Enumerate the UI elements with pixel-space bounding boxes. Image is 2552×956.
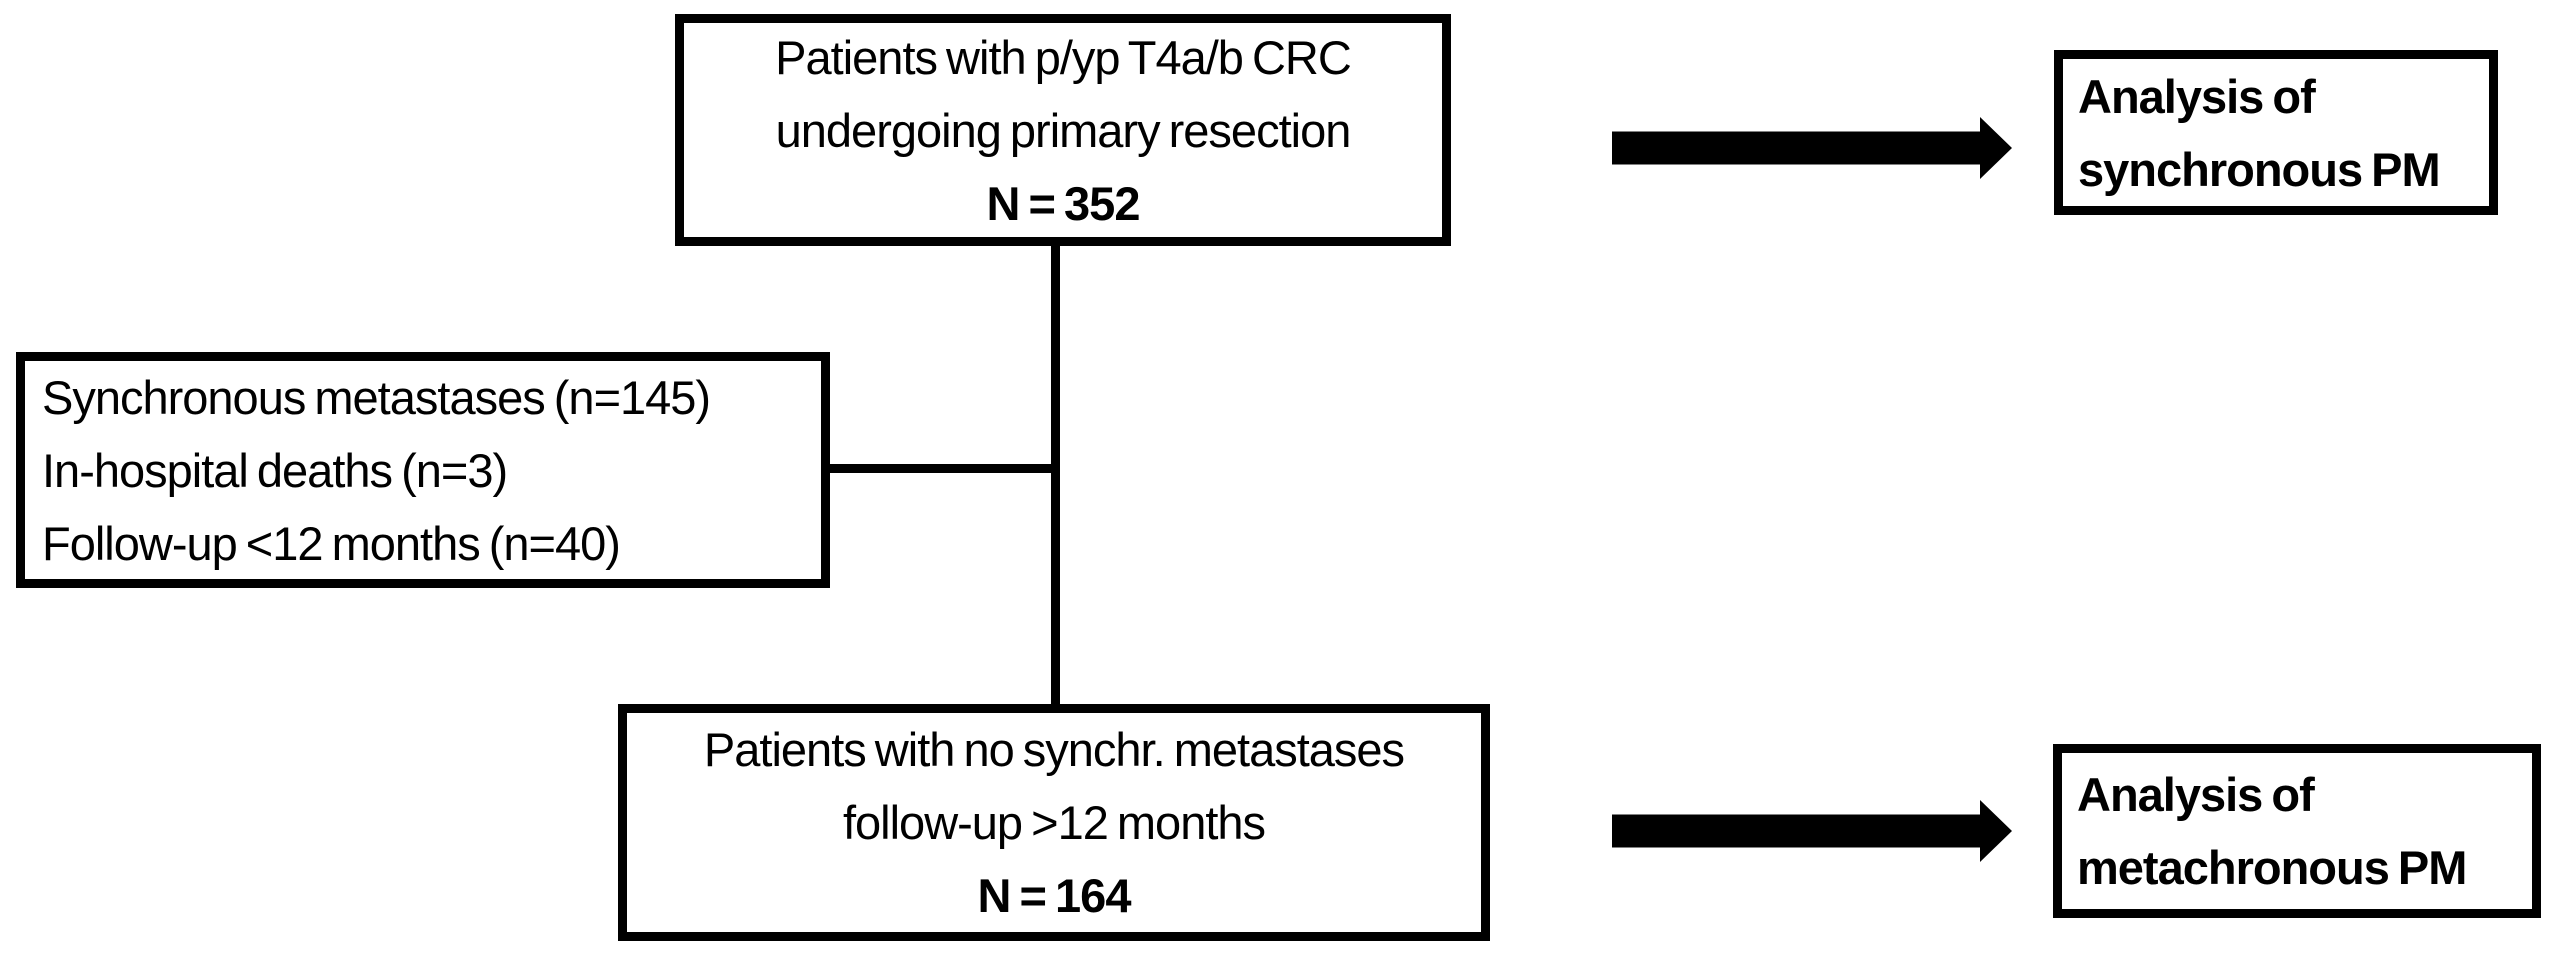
- arrow-right-metachronous-icon: [1612, 800, 2012, 862]
- arrow-right-synchronous-icon: [1612, 117, 2012, 179]
- analysis-synchronous-line-1: Analysis of: [2078, 69, 2316, 123]
- connector-vertical-line: [1051, 246, 1060, 706]
- included-line-2: follow-up >12 months: [842, 796, 1266, 849]
- cohort-line-2: undergoing primary resection: [775, 103, 1352, 157]
- exclusion-line-2: In-hospital deaths (n=3): [42, 443, 508, 497]
- cohort-line-1: Patients with p/yp T4a/b CRC: [775, 30, 1352, 84]
- exclusion-line-1: Synchronous metastases (n=145): [42, 370, 711, 424]
- cohort-box: Patients with p/yp T4a/b CRC undergoing …: [675, 14, 1451, 246]
- exclusions-box: Synchronous metastases (n=145) In-hospit…: [16, 352, 830, 588]
- analysis-metachronous-line-2: metachronous PM: [2077, 841, 2467, 894]
- cohort-count: N = 352: [986, 176, 1141, 230]
- analysis-synchronous-line-2: synchronous PM: [2078, 142, 2441, 196]
- exclusion-line-3: Follow-up <12 months (n=40): [42, 516, 621, 570]
- included-box: Patients with no synchr. metastases foll…: [618, 704, 1490, 941]
- analysis-metachronous-box: Analysis of metachronous PM: [2053, 744, 2541, 918]
- included-line-1: Patients with no synchr. metastases: [703, 723, 1405, 776]
- analysis-synchronous-box: Analysis of synchronous PM: [2054, 50, 2498, 215]
- connector-horizontal-line: [828, 464, 1056, 473]
- analysis-metachronous-line-1: Analysis of: [2077, 768, 2315, 821]
- included-count: N = 164: [977, 869, 1132, 922]
